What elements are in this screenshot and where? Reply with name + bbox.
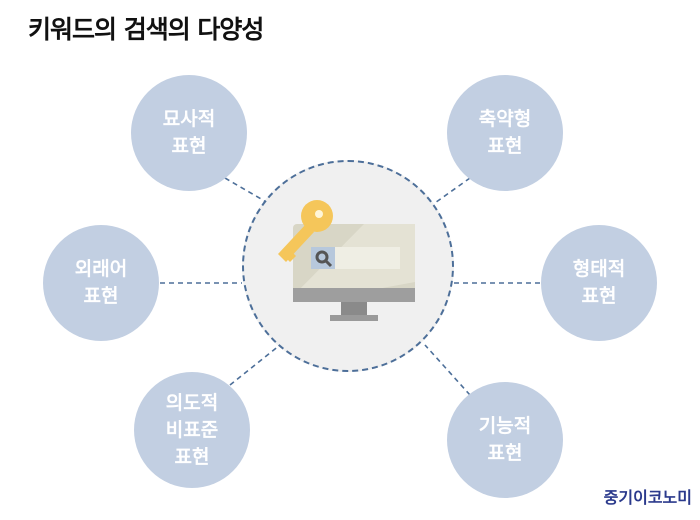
node-label-line: 외래어 <box>74 258 128 280</box>
node-label-line: 비표준 <box>165 418 219 441</box>
node-label-line: 의도적 <box>165 391 219 414</box>
brand-logo: 중기이코노미 <box>603 488 692 507</box>
node-morphological-expression: 형태적 표현 <box>541 225 657 341</box>
node-label-line: 표현 <box>83 285 119 307</box>
page-title: 키워드의 검색의 다양성 <box>28 15 264 44</box>
connector-top-left <box>224 177 281 211</box>
node-abbreviated-expression: 축약형 표현 <box>447 75 563 191</box>
connector-bottom-right <box>424 344 471 396</box>
center-circle <box>242 160 454 372</box>
node-label-line: 표현 <box>487 135 523 157</box>
node-label-line: 축약형 <box>478 108 532 130</box>
node-label-line: 묘사적 <box>162 108 216 130</box>
node-label-line: 기능적 <box>478 415 532 437</box>
node-label-line: 형태적 <box>572 258 626 280</box>
node-label-line: 표현 <box>487 442 523 464</box>
node-label-line: 표현 <box>581 285 617 307</box>
node-descriptive-expression: 묘사적 표현 <box>131 75 247 191</box>
connector-bottom-left <box>229 344 281 386</box>
node-foreign-word-expression: 외래어 표현 <box>43 225 159 341</box>
node-label-line: 표현 <box>174 445 210 468</box>
node-functional-expression: 기능적 표현 <box>447 382 563 498</box>
node-intentional-nonstandard-expression: 의도적 비표준 표현 <box>134 372 250 488</box>
key-and-monitor-search-icon <box>278 200 415 321</box>
node-label-line: 표현 <box>171 135 207 157</box>
